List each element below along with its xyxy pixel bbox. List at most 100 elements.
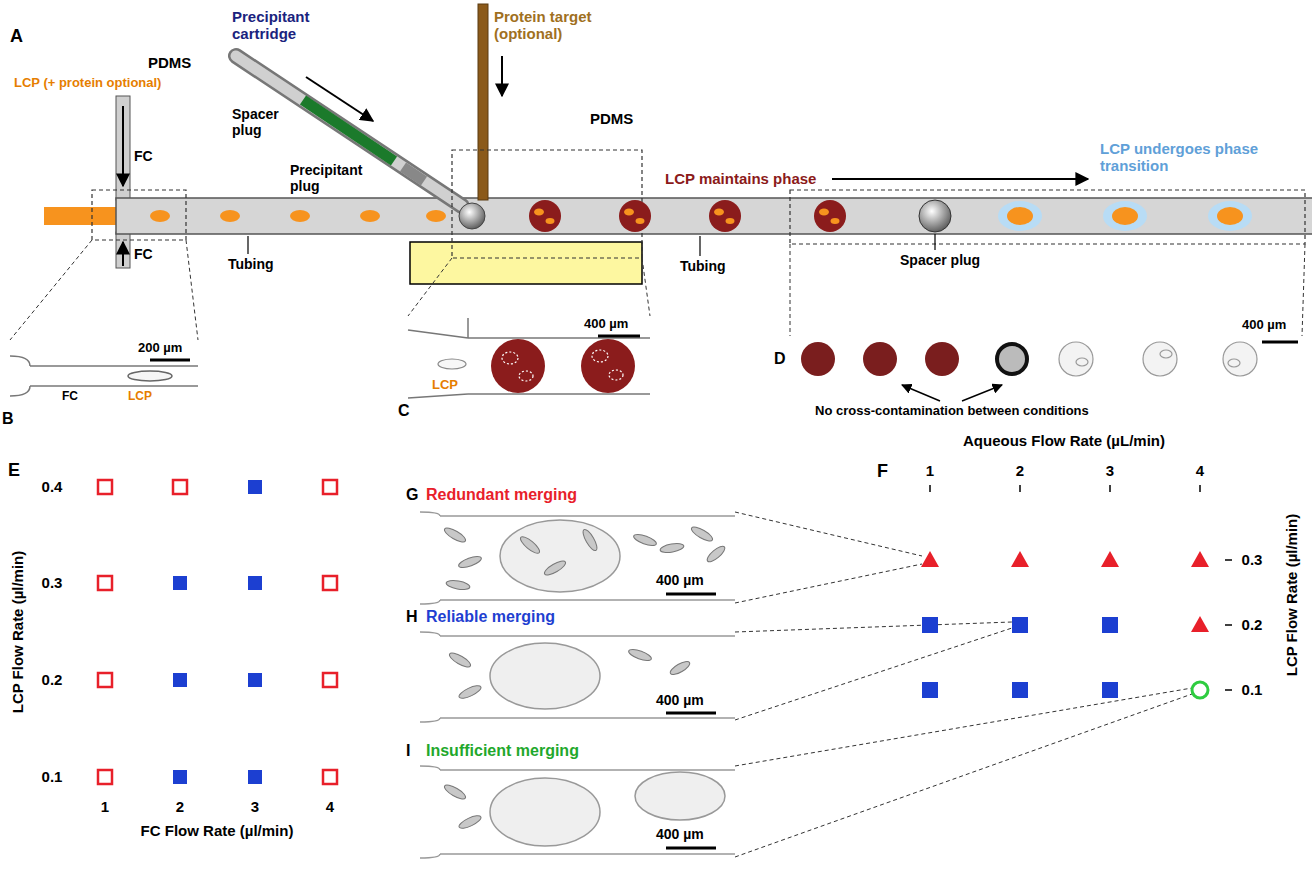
tick-label: 0.3 — [42, 574, 63, 591]
micrograph-h — [420, 632, 735, 722]
part-label: FC — [62, 390, 78, 404]
device-channels — [290, 210, 310, 222]
micrograph-d — [801, 342, 1298, 401]
plugs — [919, 200, 951, 232]
plugs — [709, 200, 741, 232]
plot-e-markers — [173, 480, 187, 494]
part-label: LCP (+ protein optional) — [14, 76, 161, 91]
micrograph-h — [448, 651, 473, 670]
plugs — [1007, 207, 1033, 225]
plugs — [831, 218, 840, 224]
plugs — [998, 201, 1252, 231]
plugs — [819, 209, 829, 216]
micrograph-c — [491, 339, 545, 393]
annotation: LCP undergoes phase transition — [1100, 140, 1300, 175]
micrograph-g — [420, 512, 735, 604]
micrograph-i — [440, 769, 735, 771]
device-channels — [220, 210, 240, 222]
scale-bar-label: 400 µm — [656, 572, 704, 588]
plot-f-markers — [1109, 485, 1111, 492]
precipitant-cartridge — [236, 4, 650, 316]
micrograph-d — [801, 342, 835, 376]
micrograph: IInsufficient merging400 µm — [420, 764, 735, 859]
micrograph-h — [420, 632, 735, 722]
plot-f-markers — [1199, 485, 1201, 492]
device-channels — [92, 190, 186, 240]
plot-e-markers — [173, 480, 262, 784]
micrograph-d — [1223, 342, 1257, 376]
tick-label: 0.2 — [42, 671, 63, 688]
micrograph-b — [150, 359, 190, 362]
micrograph-g — [420, 600, 440, 604]
micrograph-h — [627, 647, 652, 663]
plugs — [699, 236, 700, 256]
node-outline — [420, 630, 735, 722]
plugs — [1208, 201, 1252, 231]
micrograph-h — [668, 659, 691, 677]
plot-e-markers — [248, 673, 262, 687]
micrograph-i — [666, 847, 716, 850]
plot-e-markers — [98, 480, 112, 494]
part-label: Precipitant cartridge — [232, 8, 332, 43]
micrograph-c — [598, 335, 640, 338]
part-label: Protein target (optional) — [494, 8, 612, 43]
tick-label: 2 — [1016, 462, 1024, 479]
device-channels — [247, 236, 248, 254]
micrograph-g — [440, 515, 735, 517]
axis-title: LCP Flow Rate (µl/min) — [1283, 514, 1300, 677]
node-shape — [11, 341, 198, 408]
panel-letter: F — [877, 461, 888, 482]
plot-e-markers — [248, 576, 262, 590]
panel-letter: G — [406, 486, 418, 504]
micrograph-d — [1059, 342, 1093, 376]
micrograph-d — [997, 344, 1027, 374]
panel-letter: I — [406, 742, 410, 760]
tick-label: 3 — [1106, 462, 1114, 479]
micrograph-h — [440, 717, 735, 719]
plugs — [529, 200, 561, 232]
device-channels — [116, 96, 130, 200]
tick-label: 0.1 — [42, 768, 63, 785]
micrograph-c — [408, 330, 468, 338]
node-outline — [420, 764, 735, 859]
annotation: LCP maintains phase — [665, 170, 816, 187]
micrograph-d — [962, 385, 1002, 401]
micrograph-d — [925, 342, 959, 376]
micrograph-g — [518, 534, 542, 556]
plugs — [1302, 244, 1305, 336]
micrograph-g — [690, 525, 715, 544]
plugs — [790, 190, 1305, 244]
micrograph-c — [408, 394, 468, 398]
leader-lines — [735, 688, 1192, 766]
micrograph-c — [408, 318, 650, 398]
micrograph-g — [443, 525, 727, 591]
micrograph-b — [30, 385, 198, 387]
plugs — [726, 218, 735, 224]
device-channels — [150, 210, 446, 222]
plot-e-markers — [248, 770, 262, 784]
plot-f-markers — [1012, 617, 1028, 633]
plugs — [1217, 207, 1243, 225]
device-channels — [122, 242, 124, 266]
device-channels — [122, 106, 124, 186]
part-label: FC — [134, 148, 153, 164]
micrograph-i — [420, 766, 735, 858]
plot-e-markers — [323, 480, 337, 494]
micrograph-h — [490, 643, 600, 709]
plot-f-markers — [1101, 551, 1119, 567]
plot-f-markers — [922, 682, 938, 698]
plot-e-markers — [98, 770, 112, 784]
device-channels — [150, 210, 170, 222]
micrograph-d — [863, 342, 897, 376]
micrograph: D400 µm — [790, 336, 1302, 382]
micrograph-d — [1076, 358, 1088, 366]
micrograph-c — [502, 350, 623, 381]
tick-label: 0.3 — [1242, 551, 1263, 568]
plot-f-markers — [1102, 682, 1118, 698]
plugs — [534, 209, 544, 216]
node-outline — [790, 336, 1302, 382]
plot-f-markers — [1011, 551, 1029, 567]
plot-f-markers — [1225, 624, 1232, 626]
micrograph-h — [420, 632, 440, 636]
